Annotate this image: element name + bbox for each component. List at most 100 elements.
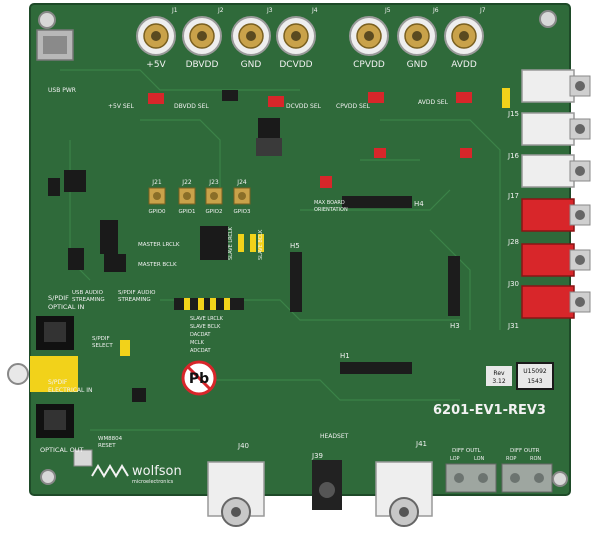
ref-j31: J31 <box>507 322 519 330</box>
u1543-text: 1543 <box>527 378 542 385</box>
spdif-connectors <box>7 316 78 438</box>
pb-free-symbol: Pb <box>181 360 217 396</box>
j40-label: J40 <box>237 442 249 450</box>
sel-dbvdd: DBVDD SEL <box>174 103 209 110</box>
jumper-table-row-3: DACDAT <box>190 332 211 338</box>
binding-post-6: AVDD J7 <box>444 7 486 70</box>
diff-outl-label: DIFF OUTL <box>452 448 482 454</box>
reset-label-1: WM8804 <box>98 436 123 442</box>
j39-label: J39 <box>311 452 323 460</box>
rca-jack-2 <box>521 154 591 188</box>
lineout-ron: RON <box>530 456 541 462</box>
header-h3: H3 <box>450 322 460 330</box>
binding-post-ref: J7 <box>479 7 486 14</box>
u15092-label: U15092 1543 <box>518 364 552 388</box>
binding-post-ref: J2 <box>217 7 224 14</box>
binding-post-label: AVDD <box>451 60 477 70</box>
lineout-lon: LON <box>474 456 485 462</box>
gpio-label: GPIO2 <box>205 209 222 215</box>
sel-dcvdd: DCVDD SEL <box>286 103 322 110</box>
rca-jack-4 <box>521 243 591 277</box>
gpio-label: GPIO1 <box>178 209 195 215</box>
wolfson-logo-text: wolfson <box>132 464 182 479</box>
rca-jack-3 <box>521 198 591 232</box>
u15092-text: U15092 <box>523 368 547 375</box>
header-h5: H5 <box>290 242 300 250</box>
gpio-label: GPIO0 <box>148 209 166 215</box>
spdif-optical-in-1: S/PDIF <box>48 294 69 302</box>
spdif-optical-in-2: OPTICAL IN <box>48 303 85 311</box>
ref-j28: J28 <box>507 238 519 246</box>
jumper-table-row-2: SLAVE BCLK <box>190 324 221 330</box>
binding-post-3: DCVDD J4 <box>276 7 318 70</box>
optical-out-label: OPTICAL OUT <box>40 446 83 454</box>
header-yellow-jumpers <box>184 234 264 310</box>
sel-cpvdd: CPVDD SEL <box>336 103 371 110</box>
gpio-ref: J22 <box>181 179 192 186</box>
rca-connectors <box>521 69 591 319</box>
header-h1: H1 <box>340 352 350 360</box>
spdif-streaming-2: STREAMING <box>118 297 151 303</box>
master-lrclk-label: MASTER LRCLK <box>138 242 180 248</box>
usb-streaming-1: USB AUDIO <box>72 290 104 296</box>
binding-post-label: DBVDD <box>186 60 219 70</box>
jumper-table-row-4: MCLK <box>190 340 205 346</box>
rev-line-2: 3.12 <box>492 378 506 385</box>
spdif-electrical-in-1: S/PDIF <box>48 379 68 386</box>
spdif-streaming-1: S/PDIF AUDIO <box>118 290 156 296</box>
sel-5v: +5V SEL <box>108 103 134 110</box>
gpio-ref: J21 <box>151 179 162 186</box>
jumper-table-row-1: SLAVE LRCLK <box>190 316 224 322</box>
ref-j15: J15 <box>507 110 519 118</box>
binding-post-ref: J5 <box>384 7 391 14</box>
j41-label: J41 <box>415 440 427 448</box>
lineout-lop: LOP <box>450 456 460 462</box>
gpio-ref: J23 <box>208 179 219 186</box>
usb-streaming-2: STREAMING <box>72 297 105 303</box>
spdif-select-1: S/PDIF <box>92 336 110 342</box>
sel-jumpers <box>120 88 510 356</box>
binding-post-5: GND J6 <box>397 7 439 70</box>
master-bclk-label: MASTER BCLK <box>138 262 177 268</box>
mounting-holes <box>38 10 568 487</box>
diff-outr-label: DIFF OUTR <box>510 448 540 454</box>
binding-post-label: GND <box>407 60 428 70</box>
rev-line-1: Rev <box>493 370 505 377</box>
bottom-jacks <box>207 460 433 527</box>
ref-j30: J30 <box>507 280 519 288</box>
headset-label: HEADSET <box>320 433 349 440</box>
rev-badge: Rev 3.12 <box>486 366 512 386</box>
spdif-select-2: SELECT <box>92 343 113 349</box>
header-h4: H4 <box>414 200 424 208</box>
jumper-table-row-5: ADCDAT <box>190 348 212 354</box>
binding-post-1: DBVDD J2 <box>182 7 224 70</box>
spdif-electrical-in-2: ELECTRICAL IN <box>48 387 93 394</box>
sel-avdd: AVDD SEL <box>418 99 449 106</box>
lineout-rop: ROP <box>506 456 516 462</box>
usb-pwr-label: USB PWR <box>48 87 76 94</box>
binding-post-label: CPVDD <box>353 60 385 70</box>
binding-post-label: +5V <box>146 60 166 70</box>
gpio-label: GPIO3 <box>233 209 251 215</box>
binding-post-ref: J3 <box>266 7 273 14</box>
orientation-line-1: MAX BOARD <box>314 200 345 206</box>
gpio-ref: J24 <box>236 179 247 186</box>
rca-jack-1 <box>521 112 591 146</box>
binding-post-label: GND <box>241 60 262 70</box>
reset-label-2: RESET <box>98 443 116 449</box>
reset-button <box>73 449 93 467</box>
binding-post-ref: J4 <box>311 7 318 14</box>
binding-post-label: DCVDD <box>279 60 312 70</box>
binding-post-ref: J6 <box>432 7 439 14</box>
binding-post-4: CPVDD J5 <box>349 7 391 70</box>
pb-text: Pb <box>189 371 209 387</box>
rca-jack-5 <box>521 285 591 319</box>
screw-terminals <box>445 463 553 493</box>
